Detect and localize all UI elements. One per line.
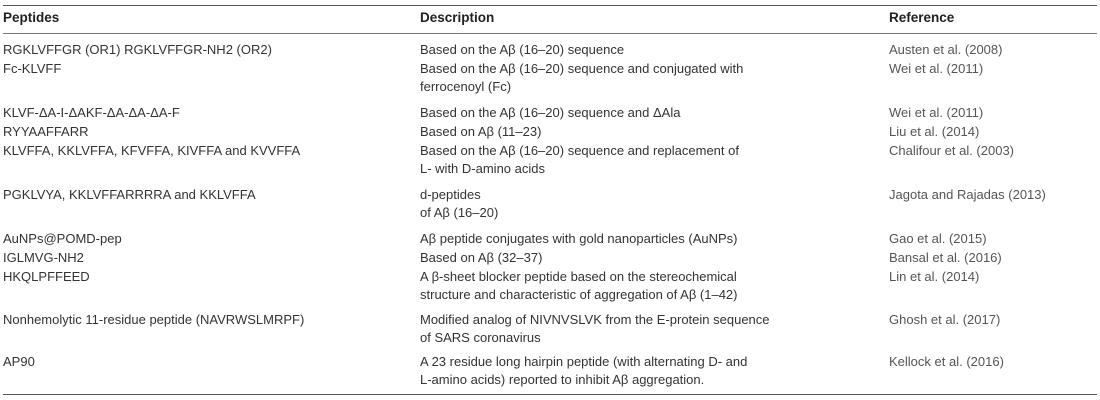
description-cell: Based on the Aβ (16–20) sequence and con… bbox=[420, 60, 815, 96]
reference-cell: Chalifour et al. (2003) bbox=[889, 143, 1015, 158]
description-line: d-peptides bbox=[420, 187, 481, 202]
reference-cell: Ghosh et al. (2017) bbox=[889, 312, 1001, 327]
description-cell: Based on the Aβ (16–20) sequence and rep… bbox=[420, 142, 815, 178]
reference-cell: Liu et al. (2014) bbox=[889, 124, 980, 139]
header-reference: Reference bbox=[889, 10, 955, 25]
description-line: Based on the Aβ (16–20) sequence bbox=[420, 42, 625, 57]
description-line: Based on Aβ (32–37) bbox=[420, 250, 543, 265]
peptide-cell: KLVFFA, KKLVFFA, KFVFFA, KIVFFA and KVVF… bbox=[3, 143, 301, 158]
description-line: Modified analog of NIVNVSLVK from the E-… bbox=[420, 312, 770, 327]
description-line: of SARS coronavirus bbox=[420, 330, 541, 345]
peptide-cell: IGLMVG-NH2 bbox=[3, 250, 84, 265]
reference-cell: Bansal et al. (2016) bbox=[889, 250, 1002, 265]
peptide-cell: PGKLVYA, KKLVFFARRRRA and KKLVFFA bbox=[3, 187, 256, 202]
description-cell: d-peptides of Aβ (16–20) bbox=[420, 186, 815, 222]
reference-cell: Wei et al. (2011) bbox=[889, 61, 984, 76]
header-peptides: Peptides bbox=[3, 10, 60, 25]
description-line: Aβ peptide conjugates with gold nanopart… bbox=[420, 231, 738, 246]
description-cell: Based on Aβ (32–37) bbox=[420, 249, 815, 267]
top-rule bbox=[3, 5, 1097, 6]
description-cell: A β-sheet blocker peptide based on the s… bbox=[420, 268, 815, 304]
description-cell: Based on the Aβ (16–20) sequence bbox=[420, 41, 815, 59]
peptide-cell: RGKLVFFGR (OR1) RGKLVFFGR-NH2 (OR2) bbox=[3, 42, 272, 57]
peptide-cell: AP90 bbox=[3, 354, 35, 369]
reference-cell: Kellock et al. (2016) bbox=[889, 354, 1004, 369]
description-cell: Based on the Aβ (16–20) sequence and ΔAl… bbox=[420, 104, 815, 122]
description-line: A β-sheet blocker peptide based on the s… bbox=[420, 269, 737, 284]
description-cell: A 23 residue long hairpin peptide (with … bbox=[420, 353, 815, 389]
peptide-cell: KLVF-ΔA-I-ΔAKF-ΔA-ΔA-ΔA-F bbox=[3, 105, 180, 120]
header-description: Description bbox=[420, 10, 495, 25]
header-rule bbox=[3, 33, 1097, 34]
description-cell: Based on Aβ (11–23) bbox=[420, 123, 815, 141]
description-line: L- with D-amino acids bbox=[420, 161, 545, 176]
description-line: Based on the Aβ (16–20) sequence and con… bbox=[420, 61, 744, 76]
reference-cell: Austen et al. (2008) bbox=[889, 42, 1003, 57]
peptide-cell: AuNPs@POMD-pep bbox=[3, 231, 122, 246]
description-line: Based on the Aβ (16–20) sequence and ΔAl… bbox=[420, 105, 681, 120]
description-line: Based on the Aβ (16–20) sequence and rep… bbox=[420, 143, 739, 158]
description-line: L-amino acids) reported to inhibit Aβ ag… bbox=[420, 372, 705, 387]
reference-cell: Lin et al. (2014) bbox=[889, 269, 980, 284]
peptide-cell: HKQLPFFEED bbox=[3, 269, 90, 284]
peptide-cell: Fc-KLVFF bbox=[3, 61, 62, 76]
bottom-rule bbox=[3, 394, 1097, 395]
description-cell: Aβ peptide conjugates with gold nanopart… bbox=[420, 230, 815, 248]
peptide-cell: RYYAAFFARR bbox=[3, 124, 89, 139]
reference-cell: Jagota and Rajadas (2013) bbox=[889, 187, 1046, 202]
description-line: of Aβ (16–20) bbox=[420, 205, 499, 220]
description-line: Based on Aβ (11–23) bbox=[420, 124, 542, 139]
description-line: ferrocenoyl (Fc) bbox=[420, 79, 512, 94]
description-line: structure and characteristic of aggregat… bbox=[420, 287, 738, 302]
peptide-cell: Nonhemolytic 11-residue peptide (NAVRWSL… bbox=[3, 312, 305, 327]
description-cell: Modified analog of NIVNVSLVK from the E-… bbox=[420, 311, 815, 347]
reference-cell: Gao et al. (2015) bbox=[889, 231, 987, 246]
reference-cell: Wei et al. (2011) bbox=[889, 105, 984, 120]
description-line: A 23 residue long hairpin peptide (with … bbox=[420, 354, 748, 369]
